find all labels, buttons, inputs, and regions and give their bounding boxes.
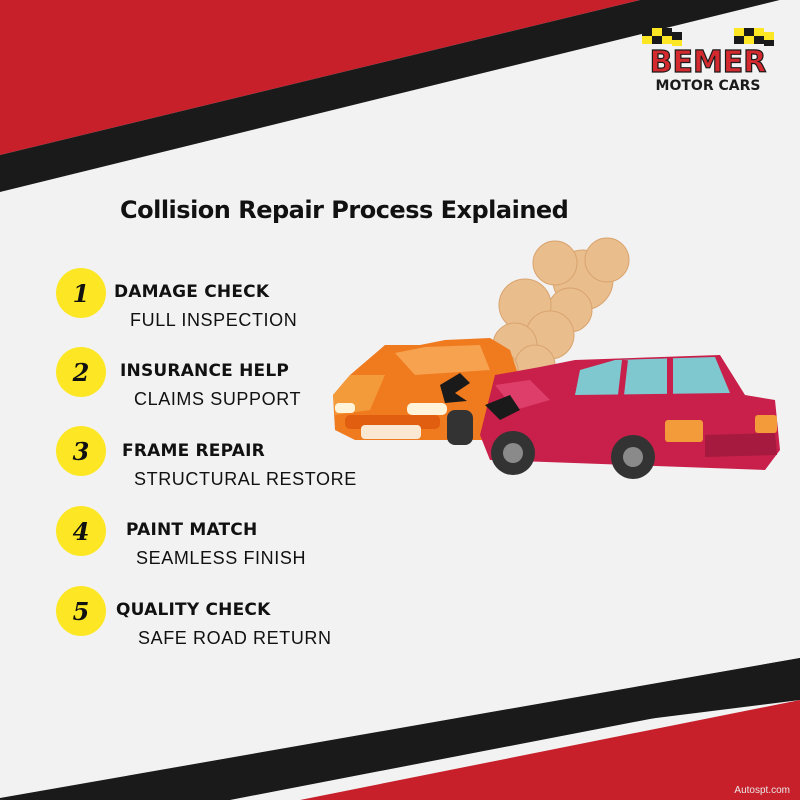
step-3-badge: 3	[56, 426, 106, 476]
step-5-subtitle: SAFE ROAD RETURN	[138, 628, 332, 648]
left-flag-icon	[642, 28, 682, 46]
bottom-red-band	[300, 700, 800, 800]
step-4-number: 4	[72, 516, 90, 546]
step-3-title: FRAME REPAIR	[122, 441, 265, 461]
step-5-badge: 5	[56, 586, 106, 636]
logo-sub-text: MOTOR CARS	[656, 78, 761, 94]
orange-car-icon	[333, 338, 525, 445]
step-1-badge: 1	[56, 268, 106, 318]
red-car-icon	[480, 355, 780, 479]
step-4-title: PAINT MATCH	[126, 520, 258, 540]
step-2-subtitle: CLAIMS SUPPORT	[134, 389, 302, 409]
step-4-subtitle: SEAMLESS FINISH	[136, 548, 307, 568]
page-title: Collision Repair Process Explained	[120, 196, 569, 224]
step-1-title: DAMAGE CHECK	[114, 282, 270, 302]
step-1-number: 1	[72, 278, 90, 308]
step-2-badge: 2	[56, 347, 106, 397]
checkered-flag-logo: BEMER MOTOR CARS	[642, 28, 774, 94]
step-3-number: 3	[72, 436, 90, 466]
car-collision-illustration	[333, 237, 780, 479]
step-4-badge: 4	[56, 506, 106, 556]
step-5-number: 5	[72, 596, 90, 626]
step-5-title: QUALITY CHECK	[116, 600, 271, 620]
step-3-subtitle: STRUCTURAL RESTORE	[134, 469, 357, 489]
step-2-title: INSURANCE HELP	[120, 361, 290, 381]
watermark-text: Autospt.com	[734, 785, 790, 796]
logo-brand-text: BEMER	[650, 45, 767, 80]
right-flag-icon	[734, 28, 774, 46]
step-2-number: 2	[72, 357, 90, 387]
step-1-subtitle: FULL INSPECTION	[130, 310, 298, 330]
